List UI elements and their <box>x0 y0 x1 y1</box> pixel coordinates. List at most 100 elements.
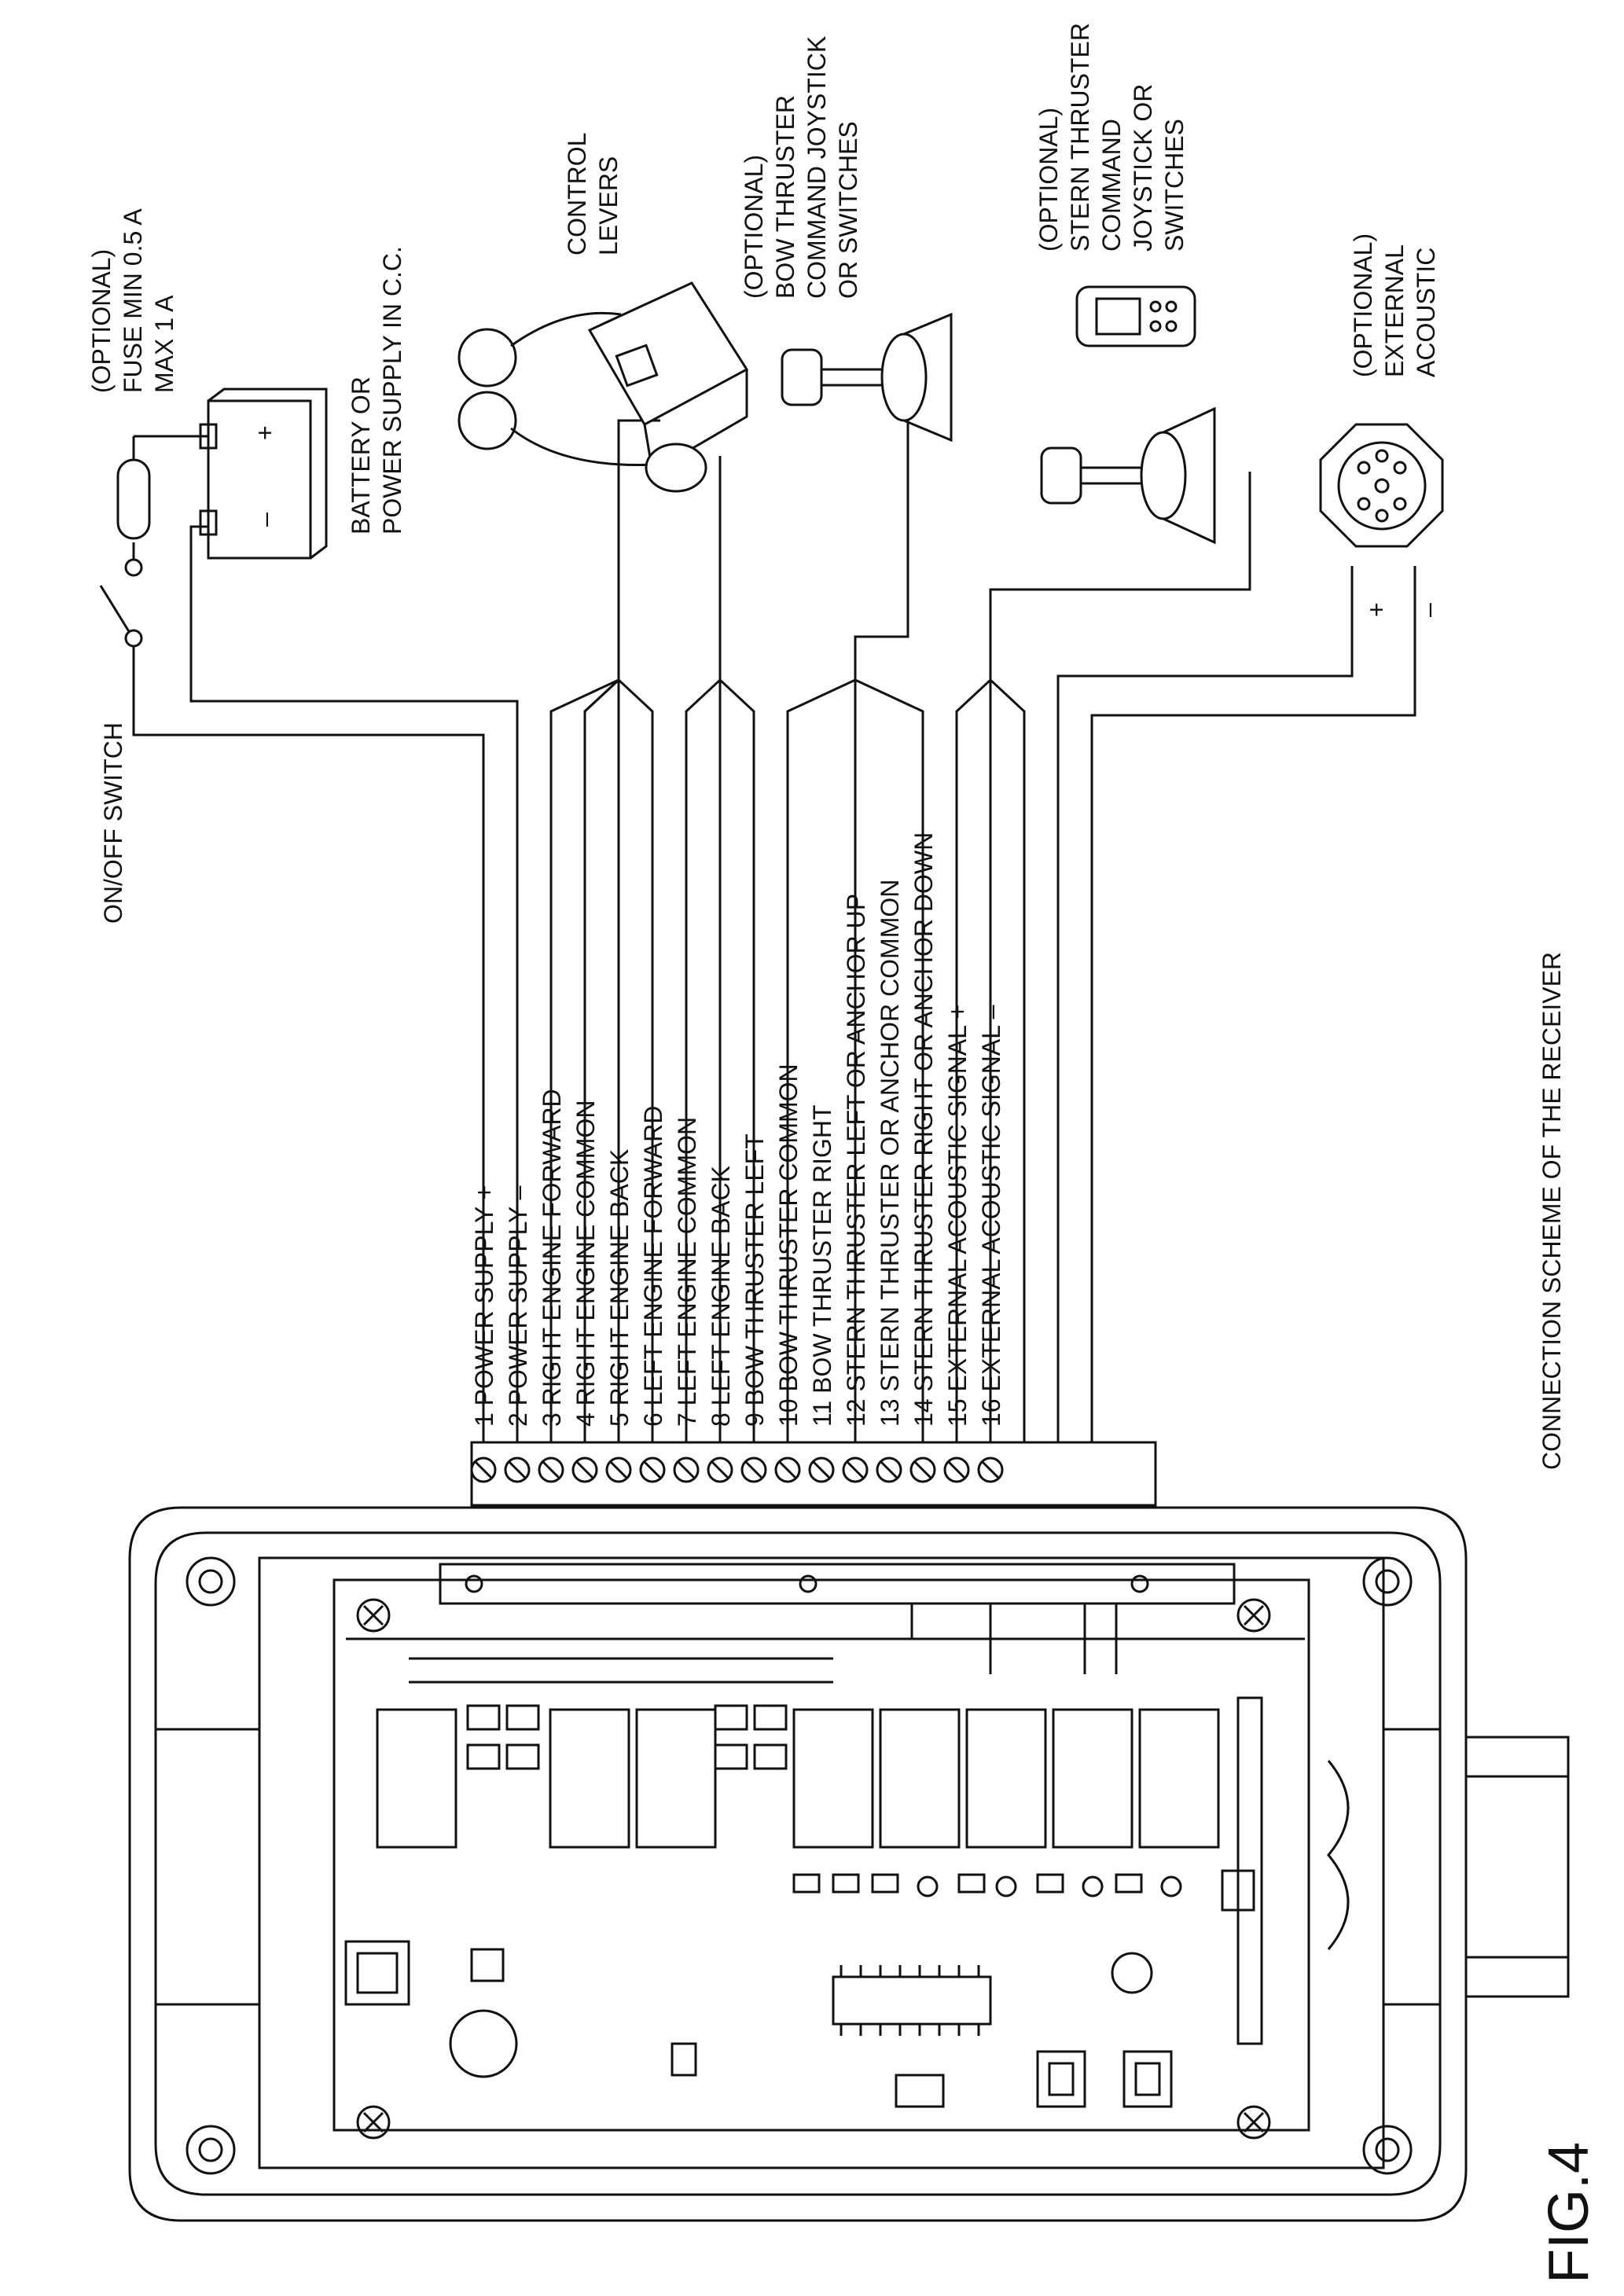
terminal-label-4: 4 RIGHT ENGINE COMMON <box>571 1100 600 1427</box>
terminal-screw-slot-5 <box>609 1460 628 1479</box>
terminal-screw-slot-14 <box>913 1460 932 1479</box>
acoustic-speaker-icon <box>1319 423 1444 548</box>
terminal-label-8: 8 LEFT ENGINE BACK <box>707 1166 735 1427</box>
wire-left-engine <box>685 456 755 1442</box>
wire-acoustic-minus <box>1090 566 1416 1442</box>
bow-label-line-2: BOW THRUSTER <box>771 95 799 299</box>
terminal-screw-slot-7 <box>677 1460 696 1479</box>
stern-label-line-4: JOYSTICK OR <box>1129 84 1157 252</box>
terminal-screw-16 <box>977 1457 1004 1483</box>
stern-joystick-icon <box>1040 406 1216 545</box>
battery-icon <box>199 388 328 560</box>
terminal-screw-slot-8 <box>711 1460 729 1479</box>
terminal-label-3: 3 RIGHT ENGINE FORWARD <box>538 1089 566 1427</box>
stern-label-line-2: STERN THRUSTER <box>1066 23 1094 252</box>
acoustic-label-line-2: EXTERNAL <box>1380 244 1409 377</box>
terminal-screw-slot-1 <box>474 1460 493 1479</box>
battery-plus-sign: + <box>251 425 279 440</box>
terminal-labels: 1 POWER SUPPLY +2 POWER SUPPLY –3 RIGHT … <box>470 832 1005 1427</box>
terminal-screw-5 <box>605 1457 632 1483</box>
wiring <box>99 409 1416 1442</box>
terminal-screw-6 <box>639 1457 666 1483</box>
fuse-label-line-2: FUSE MIN 0.5 A <box>119 208 147 393</box>
terminal-screw-slot-11 <box>812 1460 831 1479</box>
terminal-screw-11 <box>808 1457 835 1483</box>
acoustic-label-line-3: ACOUSTIC <box>1412 248 1440 377</box>
bow-label: (OPTIONAL) BOW THRUSTER COMMAND JOYSTICK… <box>740 36 862 299</box>
terminal-screw-slot-12 <box>846 1460 865 1479</box>
stern-label-line-5: SWITCHES <box>1160 119 1189 252</box>
battery-label: BATTERY OR POWER SUPPLY IN C.C. <box>347 246 406 535</box>
terminal-screw-slot-15 <box>947 1460 966 1479</box>
figure-label: FIG.4 <box>1538 2142 1600 2283</box>
terminal-screw-slot-4 <box>575 1460 594 1479</box>
acoustic-minus-sign: – <box>1414 603 1442 617</box>
wire-acoustic-plus <box>1056 566 1354 1442</box>
terminal-label-11: 11 BOW THRUSTER RIGHT <box>808 1104 836 1427</box>
terminal-label-2: 2 POWER SUPPLY – <box>504 1185 532 1427</box>
terminal-label-12: 12 STERN THRUSTER LEFT OR ANCHOR UP <box>842 894 870 1427</box>
stern-command-icon <box>1075 285 1196 347</box>
terminal-screw-slot-9 <box>744 1460 763 1479</box>
terminal-label-15: 15 EXTERNAL ACOUSTIC SIGNAL + <box>943 1005 972 1427</box>
terminal-screw-13 <box>876 1457 902 1483</box>
terminal-screw-slot-2 <box>508 1460 527 1479</box>
terminal-label-14: 14 STERN THRUSTER RIGHT OR ANCHOR DOWN <box>909 832 938 1427</box>
caption: CONNECTION SCHEME OF THE RECEIVER <box>1538 952 1566 1470</box>
levers-label: CONTROL LEVERS <box>563 133 623 255</box>
fuse-label-line-1: (OPTIONAL) <box>87 249 116 393</box>
terminal-screw-9 <box>740 1457 767 1483</box>
control-levers-icon <box>457 281 749 493</box>
terminal-screw-3 <box>538 1457 564 1483</box>
switch-label: ON/OFF SWITCH <box>99 722 127 924</box>
terminal-screw-14 <box>909 1457 936 1483</box>
fuse <box>116 458 151 540</box>
terminal-screw-15 <box>943 1457 970 1483</box>
acoustic-plus-sign: + <box>1362 602 1391 617</box>
terminal-screw-7 <box>673 1457 700 1483</box>
terminal-screw-slot-13 <box>880 1460 898 1479</box>
bow-label-line-3: COMMAND JOYSTICK <box>803 36 831 299</box>
terminal-screw-4 <box>571 1457 598 1483</box>
on-off-switch <box>99 585 131 634</box>
battery-minus-sign: – <box>251 512 279 527</box>
terminal-label-7: 7 LEFT ENGINE COMMON <box>673 1117 701 1427</box>
terminal-screw-8 <box>707 1457 733 1483</box>
terminal-screw-10 <box>774 1457 801 1483</box>
levers-label-line-2: LEVERS <box>594 156 623 255</box>
bow-joystick-icon <box>781 312 953 443</box>
wire-bow-thruster <box>786 409 924 1442</box>
terminal-screw-slot-3 <box>542 1460 560 1479</box>
terminal-screw-slot-10 <box>778 1460 797 1479</box>
switch-contact-upper <box>124 558 143 577</box>
terminal-label-16: 16 EXTERNAL ACOUSTIC SIGNAL – <box>977 1005 1005 1427</box>
terminal-label-13: 13 STERN THRUSTER OR ANCHOR COMMON <box>876 880 904 1427</box>
acoustic-label: (OPTIONAL) EXTERNAL ACOUSTIC <box>1349 233 1440 377</box>
terminal-label-1: 1 POWER SUPPLY + <box>470 1185 498 1427</box>
terminal-screw-12 <box>842 1457 869 1483</box>
terminal-block <box>470 1441 1157 1507</box>
terminal-label-10: 10 BOW THRUSTER COMMON <box>774 1064 803 1427</box>
terminal-screw-2 <box>504 1457 531 1483</box>
fuse-label-line-3: MAX 1 A <box>150 295 178 393</box>
terminal-label-6: 6 LEFT ENGINE FORWARD <box>639 1106 667 1427</box>
receiver-enclosure <box>128 1506 1570 2222</box>
bow-label-line-4: OR SWITCHES <box>834 121 862 299</box>
acoustic-label-line-1: (OPTIONAL) <box>1349 233 1377 377</box>
levers-label-line-1: CONTROL <box>563 133 591 255</box>
battery-label-line-2: POWER SUPPLY IN C.C. <box>378 246 406 535</box>
switch-contact-lower <box>124 629 143 648</box>
wire-power-minus <box>189 525 519 1442</box>
terminal-label-9: 9 BOW THRUSTER LEFT <box>740 1133 769 1427</box>
terminal-screw-slot-6 <box>643 1460 662 1479</box>
bow-label-line-1: (OPTIONAL) <box>740 155 768 299</box>
fuse-label: (OPTIONAL) FUSE MIN 0.5 A MAX 1 A <box>87 208 178 393</box>
terminal-label-5: 5 RIGHT ENGINE BACK <box>605 1149 634 1427</box>
stern-label-line-3: COMMAND <box>1097 119 1126 252</box>
stern-label-line-1: (OPTIONAL) <box>1034 108 1063 252</box>
wire-power-plus <box>132 646 485 1442</box>
stern-label: (OPTIONAL) STERN THRUSTER COMMAND JOYSTI… <box>1034 23 1189 252</box>
terminal-screw-1 <box>470 1457 497 1483</box>
terminal-screw-slot-16 <box>981 1460 1000 1479</box>
